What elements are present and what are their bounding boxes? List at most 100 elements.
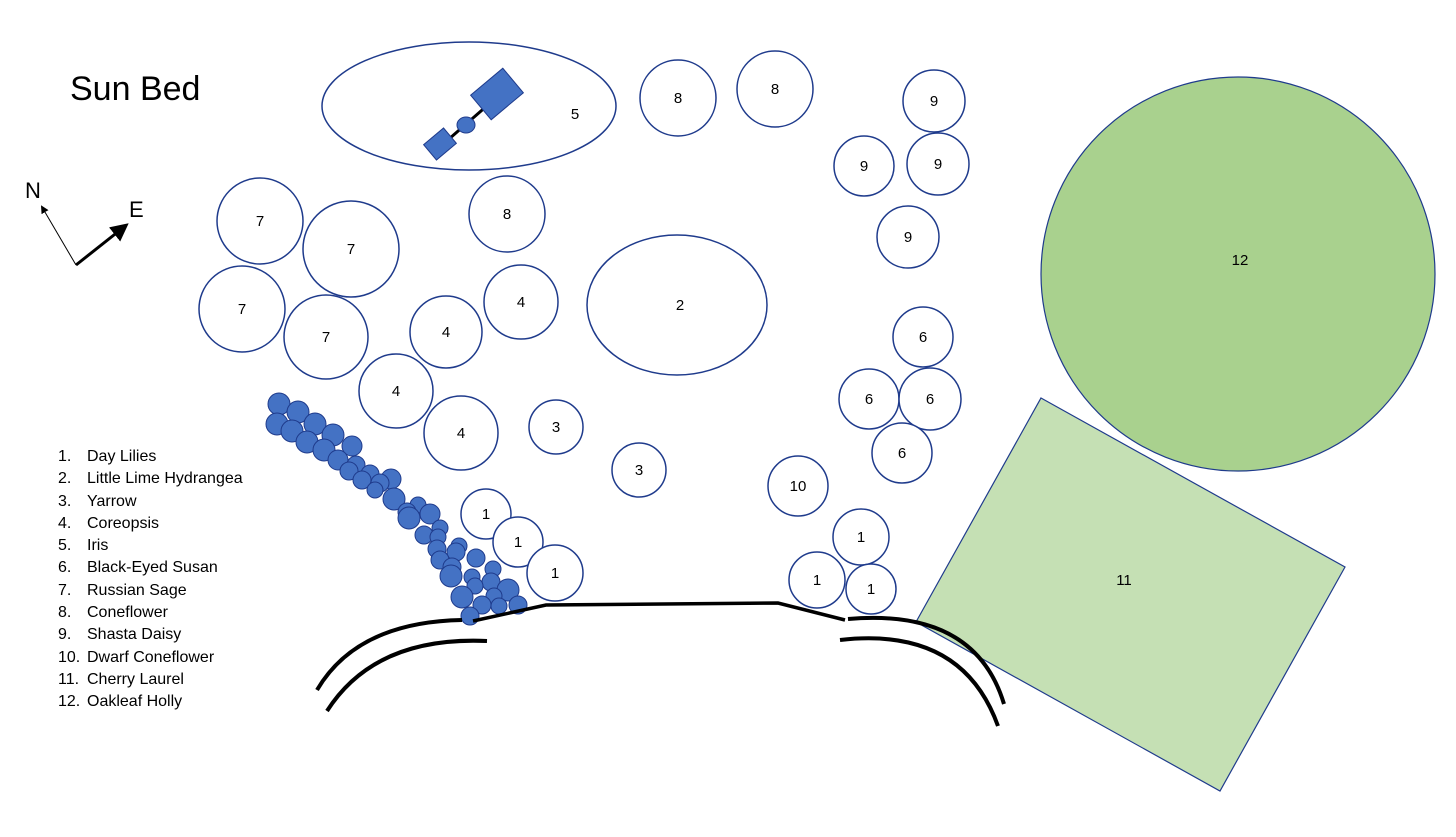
russian-sage-label: 7 (347, 241, 355, 258)
day-lilies-circle (492, 516, 544, 568)
day-lilies-circle (832, 508, 890, 566)
legend-plant-name: Iris (87, 537, 109, 555)
coreopsis-label: 4 (442, 324, 450, 341)
legend-plant-name: Day Lilies (87, 448, 157, 465)
iris-bed-outline (321, 41, 617, 171)
legend-number: 1. (58, 448, 72, 465)
legend-number: 8. (58, 604, 72, 622)
coreopsis-circle (423, 395, 499, 471)
iris-drift-circle (439, 564, 463, 588)
compass-east-arrow (75, 223, 129, 267)
black-eyed-susan-circle (892, 306, 954, 368)
coreopsis-circle (483, 264, 559, 340)
legend-item: 7. Russian Sage (58, 580, 243, 602)
iris-drift-circle (397, 506, 421, 530)
iris-drift-circle (419, 503, 441, 525)
iris-drift-circle (490, 597, 508, 615)
coneflower-circle (468, 175, 546, 253)
dwarf-coneflower-label: 10 (790, 478, 807, 495)
black-eyed-susan-label: 6 (865, 391, 873, 408)
coreopsis-circle (358, 353, 434, 429)
hydrangea-outline (586, 234, 768, 376)
cherry-laurel-shape (915, 397, 1346, 792)
left-arc-outer (315, 618, 463, 692)
russian-sage-label: 7 (238, 301, 246, 318)
coneflower-circle (639, 59, 717, 137)
legend-number: 6. (58, 559, 72, 577)
dwarf-coneflower-circle (767, 455, 829, 517)
iris-drift-circle (339, 461, 359, 481)
compass-north-label: N (25, 178, 41, 203)
shasta-daisy-label: 9 (860, 158, 868, 175)
coneflower-circle (736, 50, 814, 128)
legend-number: 7. (58, 581, 72, 599)
legend-number: 12. (58, 693, 81, 711)
shasta-daisy-circle (902, 69, 966, 133)
day-lilies-circle (788, 551, 846, 609)
legend-item: 9.Shasta Daisy (58, 624, 243, 646)
legend-plant-name: Shasta Daisy (87, 626, 182, 644)
legend-plant-name: Dwarf Coneflower (87, 648, 215, 666)
legend-item: 2.Little Lime Hydrangea (58, 468, 243, 490)
shasta-daisy-circle (876, 205, 940, 269)
legend-plant-name: Russian Sage (87, 581, 187, 599)
legend-item: 12. Oakleaf Holly (58, 691, 243, 713)
iris-node (456, 116, 476, 134)
russian-sage-circle (198, 265, 286, 353)
legend-item: 4. Coreopsis (58, 513, 243, 535)
day-lilies-circle (845, 563, 897, 615)
coneflower-label: 8 (674, 90, 682, 107)
coreopsis-circle (409, 295, 483, 369)
legend-number: 11. (58, 670, 80, 688)
compass-east-label: E (129, 197, 144, 222)
russian-sage-circle (302, 200, 400, 298)
oakleaf-holly-shape (1040, 76, 1436, 472)
legend-plant-name: Coneflower (87, 604, 168, 622)
legend-plant-name: Yarrow (87, 492, 137, 510)
compass-north-arrow (40, 205, 77, 266)
legend-item: 10. Dwarf Coneflower (58, 647, 243, 669)
coreopsis-label: 4 (392, 383, 400, 400)
iris-rhizome-small (422, 127, 458, 161)
oakleaf-holly-label: 12 (1232, 252, 1249, 269)
legend-item: 11.Cherry Laurel (58, 669, 243, 691)
day-lilies-label: 1 (867, 581, 875, 598)
black-eyed-susan-circle (871, 422, 933, 484)
coreopsis-label: 4 (457, 425, 465, 442)
legend-number: 5. (58, 537, 72, 555)
shasta-daisy-label: 9 (904, 229, 912, 246)
yarrow-label: 3 (635, 462, 643, 479)
walkway-edge (472, 601, 846, 623)
right-arc-outer (847, 615, 1006, 705)
day-lilies-label: 1 (551, 565, 559, 582)
legend-plant-name: Oakleaf Holly (87, 693, 183, 711)
iris-drift-circle (366, 481, 384, 499)
legend-number: 4. (58, 514, 72, 532)
legend-item: 3. Yarrow (58, 491, 243, 513)
day-lilies-label: 1 (482, 506, 490, 523)
legend-plant-name: Coreopsis (87, 514, 160, 532)
coneflower-label: 8 (503, 206, 511, 223)
iris-drift-circle (460, 606, 480, 626)
legend-number: 10. (58, 648, 81, 666)
russian-sage-label: 7 (322, 329, 330, 346)
shasta-daisy-label: 9 (934, 156, 942, 173)
right-arc-inner (839, 636, 1000, 727)
shasta-daisy-label: 9 (930, 93, 938, 110)
shasta-daisy-circle (833, 135, 895, 197)
day-lilies-label: 1 (813, 572, 821, 589)
yarrow-circle (528, 399, 584, 455)
day-lilies-label: 1 (514, 534, 522, 551)
legend-number: 3. (58, 492, 72, 510)
day-lilies-label: 1 (857, 529, 865, 546)
shasta-daisy-circle (906, 132, 970, 196)
iris-drift-circle (450, 585, 474, 609)
coneflower-label: 8 (771, 81, 779, 98)
black-eyed-susan-label: 6 (919, 329, 927, 346)
black-eyed-susan-label: 6 (898, 445, 906, 462)
iris-rhizome-large (469, 67, 525, 121)
legend-item: 5. Iris (58, 535, 243, 557)
hydrangea-label: 2 (676, 297, 684, 314)
yarrow-circle (611, 442, 667, 498)
